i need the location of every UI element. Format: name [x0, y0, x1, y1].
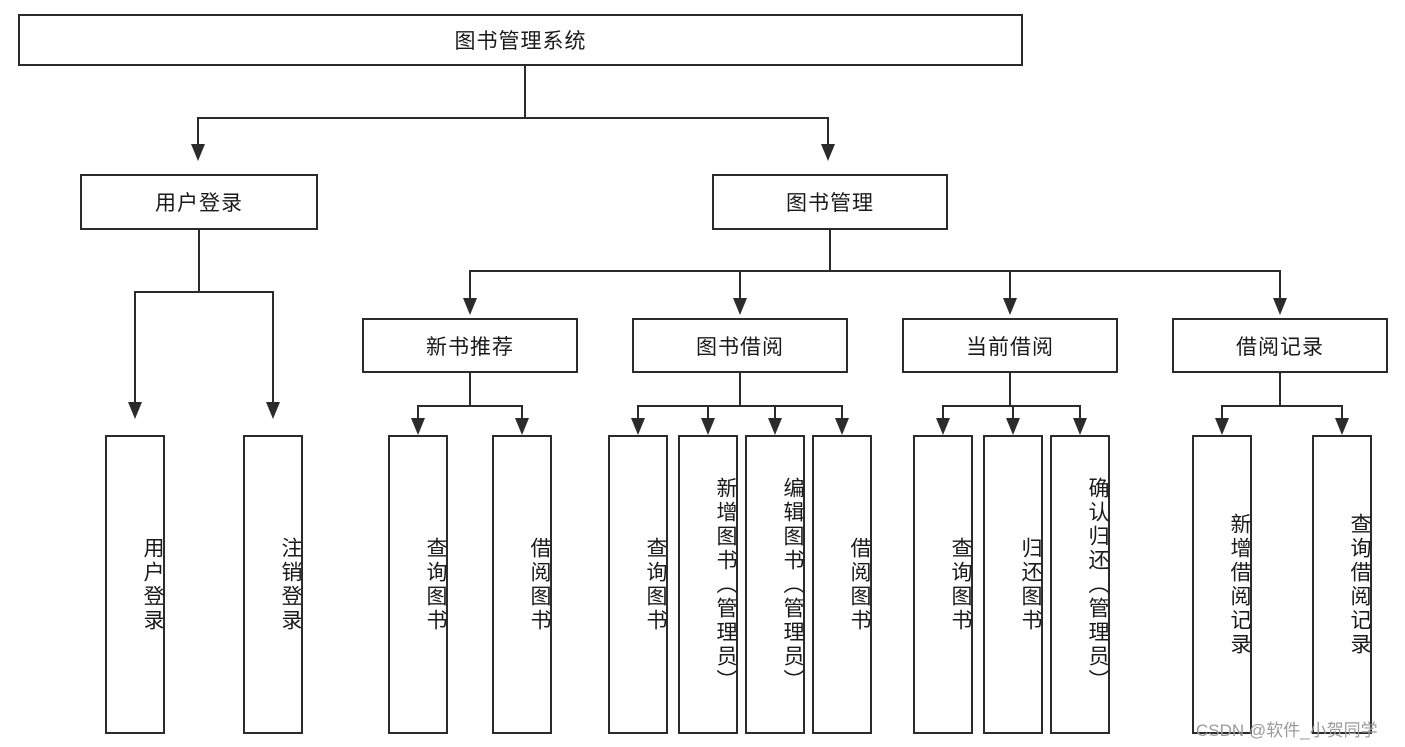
node-leaf-add-book[interactable]: 新增图书（管理员） [678, 435, 738, 734]
node-user-login[interactable]: 用户登录 [80, 174, 318, 230]
node-leaf-user-login[interactable]: 用户登录 [105, 435, 165, 734]
node-leaf-borrow-book-2-label: 借阅图书 [848, 536, 871, 633]
node-leaf-edit-book[interactable]: 编辑图书（管理员） [745, 435, 805, 734]
node-new-book-recommend[interactable]: 新书推荐 [362, 318, 578, 373]
connector-bookmgmt-to-borrow [739, 270, 741, 300]
arrow-bookmgmt-to-borrow [733, 298, 747, 315]
node-leaf-query-book-1[interactable]: 查询图书 [388, 435, 448, 734]
connector-root-to-login [197, 117, 199, 147]
node-leaf-add-record[interactable]: 新增借阅记录 [1192, 435, 1252, 734]
connector-records-stem [1279, 373, 1281, 407]
arrow-login-to-leaf2 [266, 402, 280, 419]
connector-records-to-leaf1 [1221, 405, 1223, 421]
arrow-borrow-to-leaf3 [768, 418, 782, 435]
node-book-borrow[interactable]: 图书借阅 [632, 318, 848, 373]
connector-borrow-stem [739, 373, 741, 407]
arrow-current-to-leaf3 [1073, 418, 1087, 435]
watermark: CSDN @软件_小贺同学 [1196, 721, 1378, 740]
connector-current-to-leaf1 [942, 405, 944, 421]
node-leaf-borrow-book-2[interactable]: 借阅图书 [812, 435, 872, 734]
arrow-newbook-to-leaf1 [411, 418, 425, 435]
connector-login-stem [198, 230, 200, 292]
node-borrow-records-label: 借阅记录 [1236, 335, 1324, 359]
node-current-borrow-label: 当前借阅 [966, 335, 1054, 359]
arrow-borrow-to-leaf2 [701, 418, 715, 435]
connector-borrow-to-leaf4 [841, 405, 843, 421]
connector-borrow-to-leaf1 [637, 405, 639, 421]
connector-newbook-to-leaf1 [417, 405, 419, 421]
arrow-login-to-leaf1 [128, 402, 142, 419]
arrow-root-to-bookmgmt [821, 144, 835, 161]
connector-current-stem [1009, 373, 1011, 407]
connector-root-to-bookmgmt [827, 117, 829, 147]
connector-newbook-stem [469, 373, 471, 407]
node-leaf-query-record-label: 查询借阅记录 [1348, 512, 1371, 657]
arrow-root-to-login [191, 144, 205, 161]
node-new-book-recommend-label: 新书推荐 [426, 335, 514, 359]
node-book-management-label: 图书管理 [786, 192, 874, 215]
node-current-borrow[interactable]: 当前借阅 [902, 318, 1118, 373]
arrow-bookmgmt-to-current [1003, 298, 1017, 315]
node-leaf-query-book-2-label: 查询图书 [644, 536, 667, 633]
node-leaf-query-book-2[interactable]: 查询图书 [608, 435, 668, 734]
arrow-bookmgmt-to-records [1273, 298, 1287, 315]
arrow-records-to-leaf1 [1215, 418, 1229, 435]
node-book-borrow-label: 图书借阅 [696, 335, 784, 359]
node-borrow-records[interactable]: 借阅记录 [1172, 318, 1388, 373]
connector-bookmgmt-to-current [1009, 270, 1011, 300]
arrow-current-to-leaf2 [1006, 418, 1020, 435]
node-leaf-return-book[interactable]: 归还图书 [983, 435, 1043, 734]
connector-bookmgmt-to-newbook [469, 270, 471, 300]
node-leaf-logout-label: 注销登录 [279, 536, 302, 633]
arrow-current-to-leaf1 [936, 418, 950, 435]
connector-login-bar [134, 291, 273, 293]
node-leaf-add-book-label: 新增图书（管理员） [714, 476, 737, 693]
node-root[interactable]: 图书管理系统 [18, 14, 1023, 66]
node-leaf-query-book-3[interactable]: 查询图书 [913, 435, 973, 734]
arrow-bookmgmt-to-newbook [463, 298, 477, 315]
connector-current-to-leaf2 [1012, 405, 1014, 421]
arrow-newbook-to-leaf2 [515, 418, 529, 435]
connector-records-bar [1221, 405, 1341, 407]
connector-root-bar [197, 117, 828, 119]
node-leaf-query-record[interactable]: 查询借阅记录 [1312, 435, 1372, 734]
connector-borrow-to-leaf2 [707, 405, 709, 421]
arrow-borrow-to-leaf4 [835, 418, 849, 435]
connector-bookmgmt-stem [829, 230, 831, 272]
node-leaf-return-book-label: 归还图书 [1019, 536, 1042, 633]
node-leaf-query-book-1-label: 查询图书 [424, 536, 447, 633]
node-leaf-add-record-label: 新增借阅记录 [1228, 512, 1251, 657]
connector-bookmgmt-to-records [1279, 270, 1281, 300]
connector-login-to-leaf2 [272, 291, 274, 405]
node-leaf-borrow-book-1-label: 借阅图书 [528, 536, 551, 633]
connector-root-stem [524, 66, 526, 118]
node-root-label: 图书管理系统 [454, 30, 587, 53]
connector-newbook-to-leaf2 [521, 405, 523, 421]
arrow-borrow-to-leaf1 [631, 418, 645, 435]
connector-login-to-leaf1 [134, 291, 136, 405]
connector-borrow-bar [637, 405, 843, 407]
node-leaf-borrow-book-1[interactable]: 借阅图书 [492, 435, 552, 734]
connector-current-bar [942, 405, 1079, 407]
connector-current-to-leaf3 [1079, 405, 1081, 421]
node-leaf-confirm-return[interactable]: 确认归还（管理员） [1050, 435, 1110, 734]
arrow-records-to-leaf2 [1335, 418, 1349, 435]
node-leaf-user-login-label: 用户登录 [141, 536, 164, 633]
node-user-login-label: 用户登录 [155, 192, 243, 215]
node-leaf-logout[interactable]: 注销登录 [243, 435, 303, 734]
node-book-management[interactable]: 图书管理 [712, 174, 948, 230]
connector-newbook-bar [417, 405, 523, 407]
node-leaf-edit-book-label: 编辑图书（管理员） [781, 476, 804, 693]
node-leaf-confirm-return-label: 确认归还（管理员） [1086, 476, 1109, 693]
connector-borrow-to-leaf3 [774, 405, 776, 421]
connector-records-to-leaf2 [1341, 405, 1343, 421]
node-leaf-query-book-3-label: 查询图书 [949, 536, 972, 633]
connector-bookmgmt-bar [469, 270, 1279, 272]
